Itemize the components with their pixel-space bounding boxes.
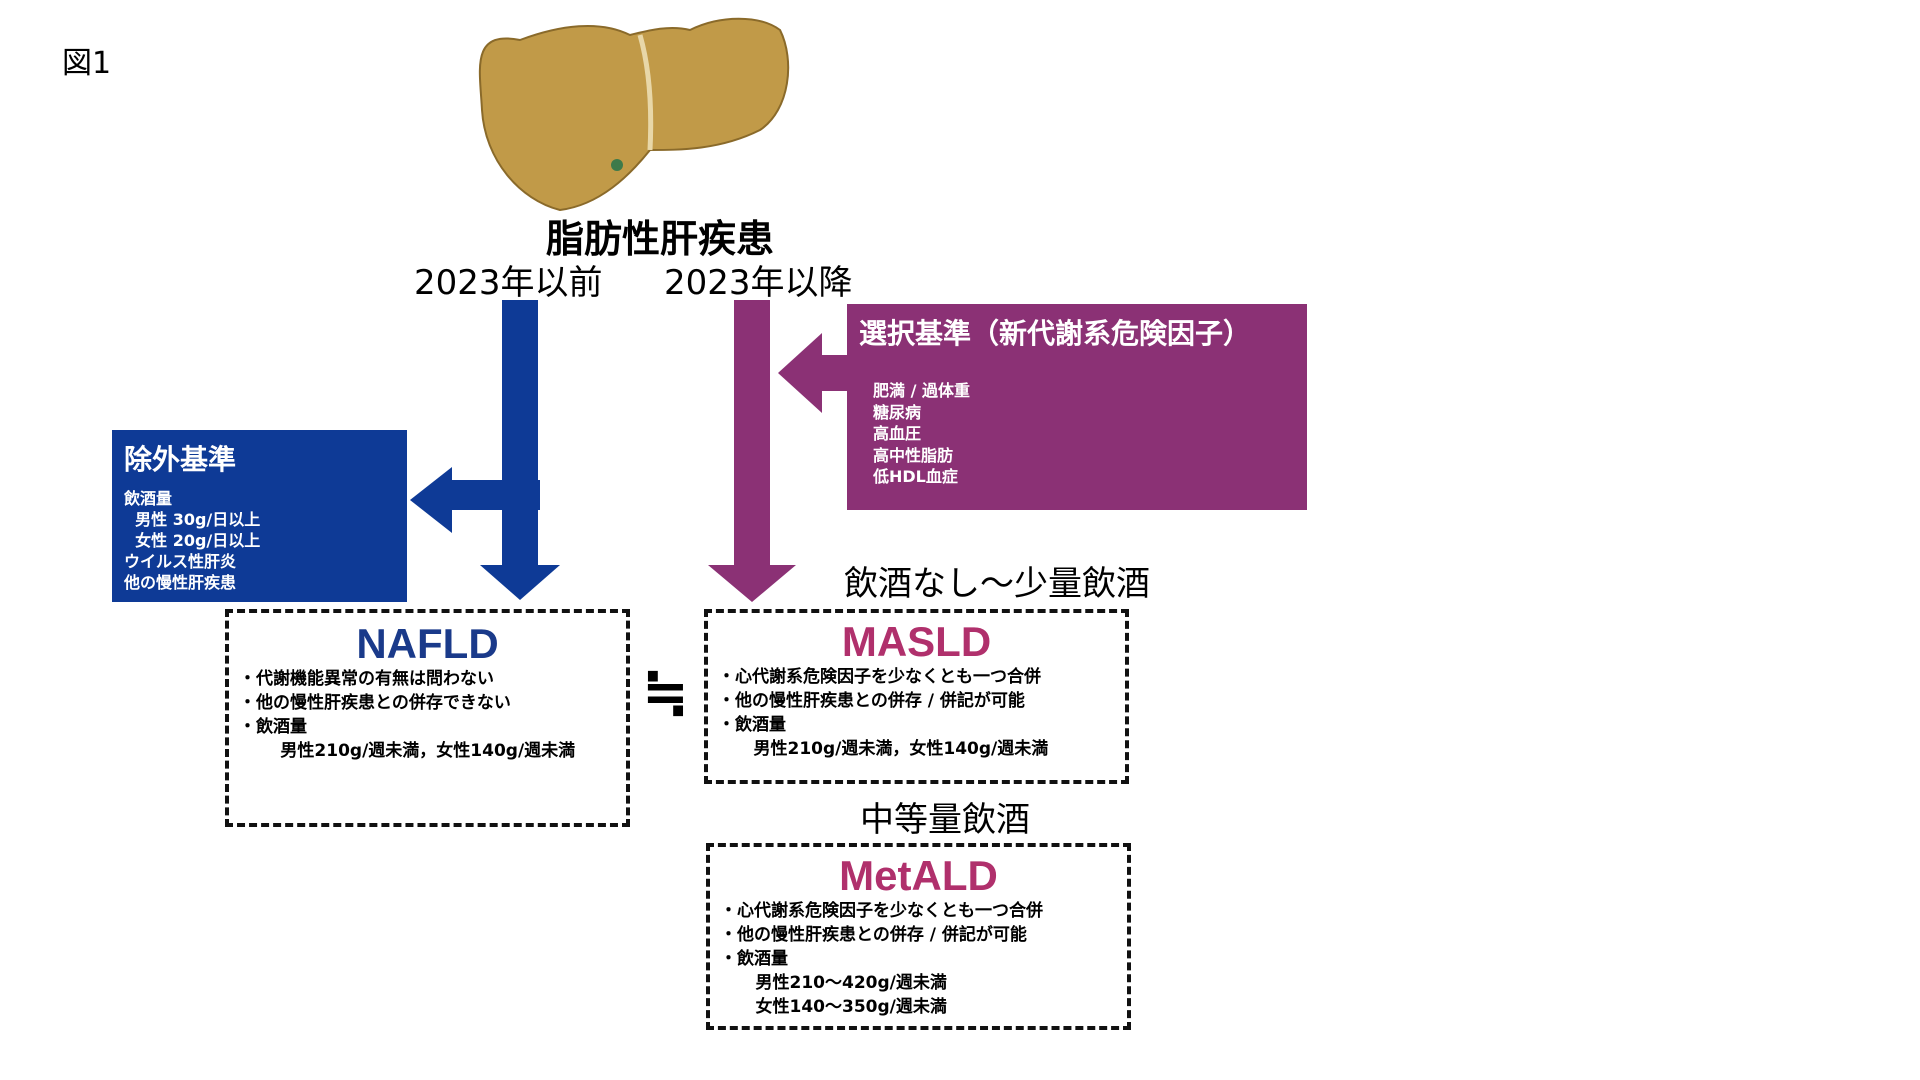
nafld-title: NAFLD bbox=[356, 620, 499, 667]
exclusion-line: 女性 20g/日以上 bbox=[124, 531, 261, 550]
nafld-line: ・代謝機能異常の有無は問わない bbox=[239, 669, 494, 689]
selection-title: 選択基準（新代謝系危険因子） bbox=[859, 317, 1252, 350]
drinking-moderate-label: 中等量飲酒 bbox=[860, 800, 1030, 840]
nafld-line: ・他の慢性肝疾患との併存できない bbox=[239, 693, 511, 713]
masld-line: 男性210g/週未満，女性140g/週未満 bbox=[718, 739, 1049, 759]
approx-equal-symbol: ≒ bbox=[642, 660, 689, 725]
era-after: 2023年以降 bbox=[664, 263, 853, 303]
nafld-box: NAFLD ・代謝機能異常の有無は問わない ・他の慢性肝疾患との併存できない ・… bbox=[225, 609, 630, 827]
exclusion-line: 男性 30g/日以上 bbox=[124, 510, 261, 529]
drinking-none-low-label: 飲酒なし～少量飲酒 bbox=[844, 564, 1150, 604]
exclusion-criteria-box: 除外基準 飲酒量 男性 30g/日以上 女性 20g/日以上 ウイルス性肝炎 他… bbox=[112, 430, 407, 602]
nafld-line: 男性210g/週未満，女性140g/週未満 bbox=[239, 741, 576, 761]
exclusion-line: 飲酒量 bbox=[124, 489, 173, 508]
selection-criteria-box: 選択基準（新代謝系危険因子） 肥満 / 過体重 糖尿病 高血圧 高中性脂肪 低H… bbox=[847, 304, 1307, 510]
exclusion-line: 他の慢性肝疾患 bbox=[124, 573, 237, 592]
gallbladder-icon bbox=[611, 159, 623, 171]
metald-box: MetALD ・心代謝系危険因子を少なくとも一つ合併 ・他の慢性肝疾患との併存 … bbox=[706, 843, 1131, 1030]
metald-line: ・心代謝系危険因子を少なくとも一つ合併 bbox=[720, 901, 1043, 921]
selection-line: 高血圧 bbox=[873, 424, 922, 443]
masld-line: ・飲酒量 bbox=[718, 715, 786, 735]
masld-line: ・心代謝系危険因子を少なくとも一つ合併 bbox=[718, 667, 1041, 687]
metald-line: 女性140～350g/週未満 bbox=[720, 997, 947, 1017]
liver-title: 脂肪性肝疾患 bbox=[545, 217, 774, 261]
selection-line: 低HDL血症 bbox=[873, 467, 958, 486]
metald-line: 男性210～420g/週未満 bbox=[720, 973, 947, 993]
purple-arrow bbox=[708, 300, 850, 602]
nafld-line: ・飲酒量 bbox=[239, 717, 307, 737]
masld-box: MASLD ・心代謝系危険因子を少なくとも一つ合併 ・他の慢性肝疾患との併存 /… bbox=[704, 609, 1129, 784]
exclusion-line: ウイルス性肝炎 bbox=[124, 552, 237, 571]
metald-line: ・飲酒量 bbox=[720, 949, 788, 969]
selection-line: 高中性脂肪 bbox=[873, 445, 954, 465]
masld-title: MASLD bbox=[841, 618, 992, 665]
masld-line: ・他の慢性肝疾患との併存 / 併記が可能 bbox=[718, 691, 1025, 711]
metald-title: MetALD bbox=[839, 852, 998, 899]
blue-arrow bbox=[410, 300, 560, 600]
metald-line: ・他の慢性肝疾患との併存 / 併記が可能 bbox=[720, 925, 1027, 945]
exclusion-title: 除外基準 bbox=[124, 443, 237, 476]
liver-illustration-icon bbox=[478, 17, 790, 212]
figure-label: 図1 bbox=[62, 46, 112, 81]
selection-line: 肥満 / 過体重 bbox=[873, 381, 970, 400]
era-before: 2023年以前 bbox=[414, 263, 603, 303]
selection-line: 糖尿病 bbox=[873, 402, 922, 422]
